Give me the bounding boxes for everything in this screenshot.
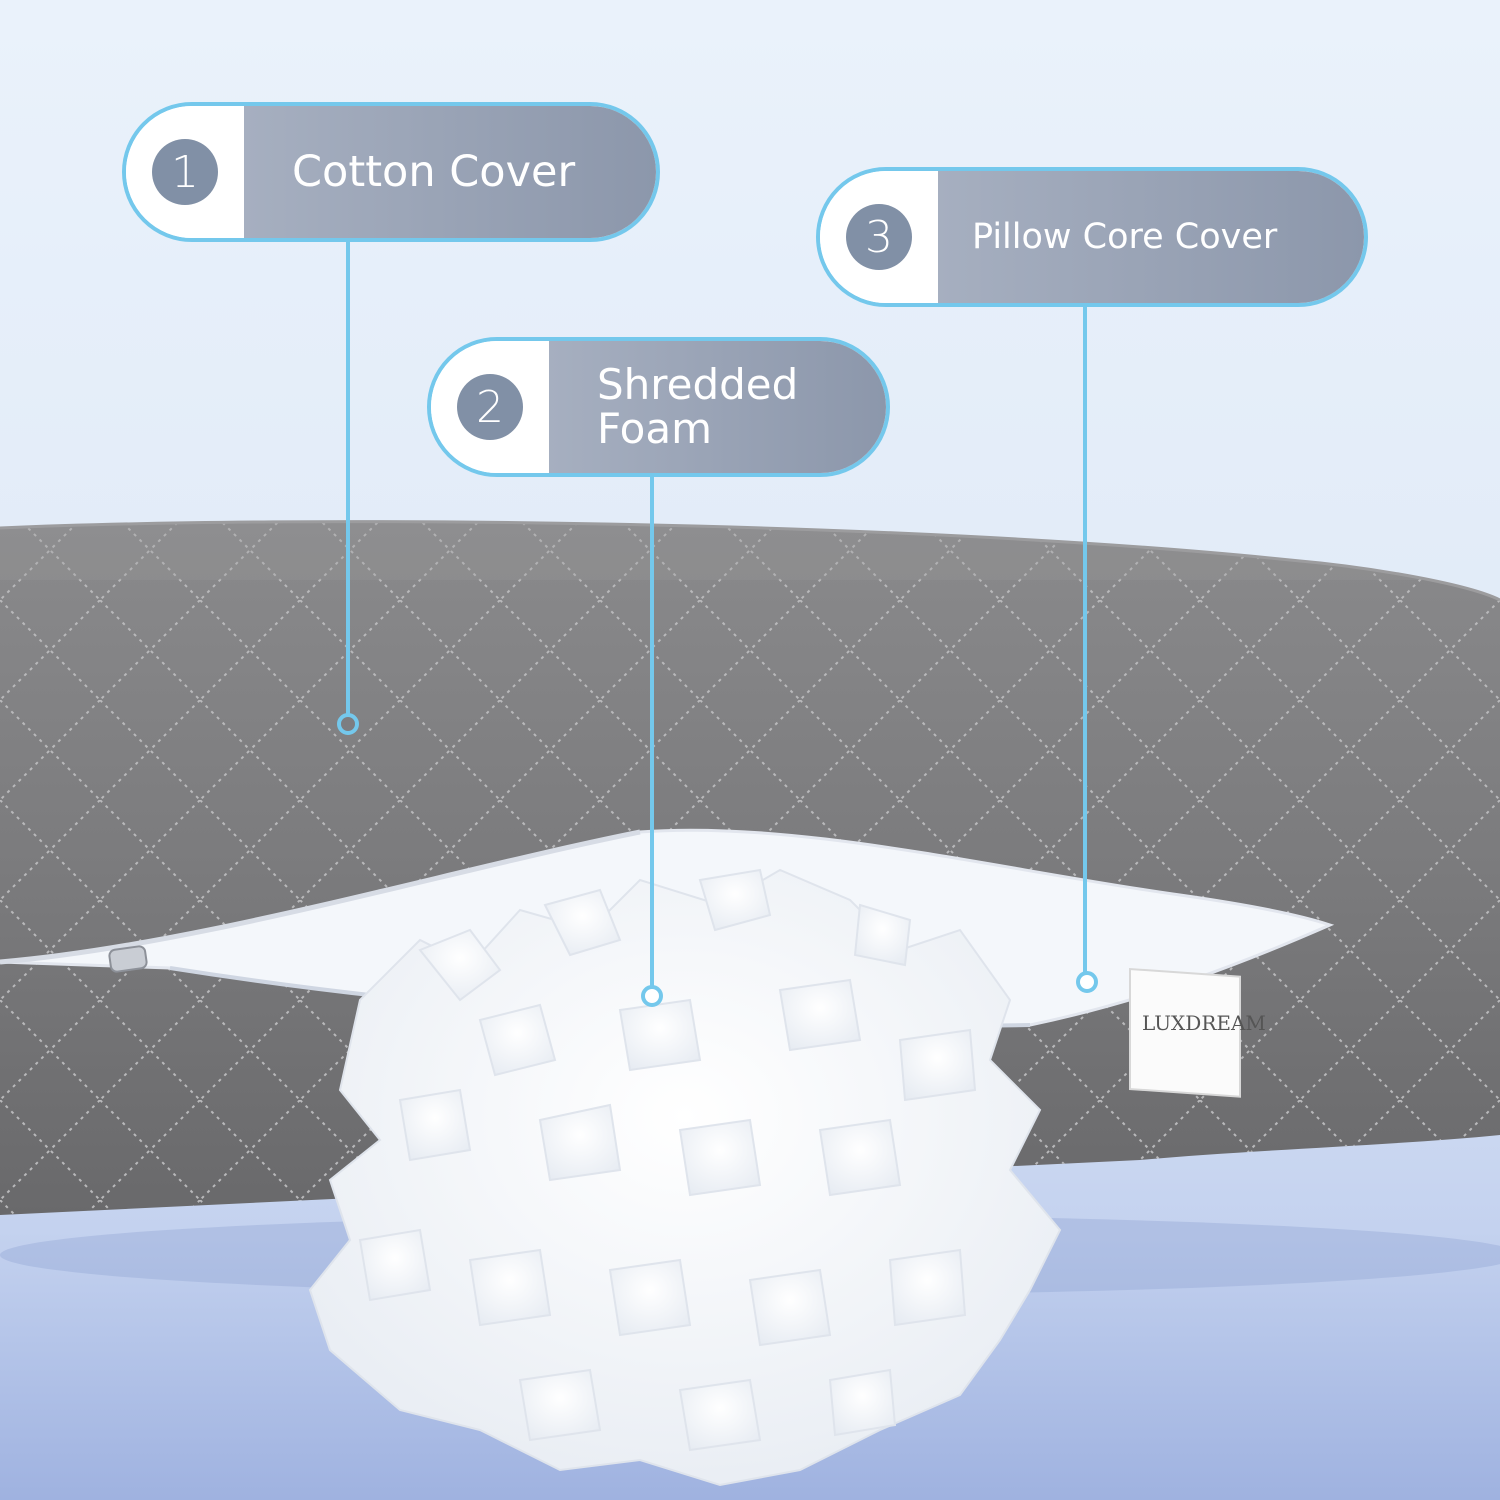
callout-number-cell: 1	[126, 106, 244, 238]
callout-number-badge: 1	[152, 139, 218, 205]
leader-dot-3	[1076, 971, 1098, 993]
callout-number-cell: 2	[431, 341, 549, 473]
brand-tag-text: LUXDREAM	[1142, 1011, 1266, 1035]
brand-tag: LUXDREAM	[1129, 967, 1266, 1098]
callout-shredded-foam: 2 Shredded Foam	[427, 337, 890, 477]
zipper-pull	[108, 945, 148, 973]
callout-label: Pillow Core Cover	[972, 217, 1278, 257]
leader-dot-2	[641, 985, 663, 1007]
callout-label: Shredded Foam	[597, 360, 799, 453]
callout-number-badge: 2	[457, 374, 523, 440]
callout-pillow-core-cover: 3 Pillow Core Cover	[816, 167, 1368, 307]
callout-label-cell: Shredded Foam	[549, 341, 886, 473]
shredded-foam	[308, 868, 1062, 1487]
leader-dot-1	[337, 713, 359, 735]
callout-label-cell: Pillow Core Cover	[938, 171, 1364, 303]
callout-label-cell: Cotton Cover	[244, 106, 656, 238]
callout-label: Cotton Cover	[292, 147, 576, 197]
callout-cotton-cover: 1 Cotton Cover	[122, 102, 660, 242]
callout-number-cell: 3	[820, 171, 938, 303]
leader-lines	[337, 240, 1098, 1007]
callout-number-badge: 3	[846, 204, 912, 270]
